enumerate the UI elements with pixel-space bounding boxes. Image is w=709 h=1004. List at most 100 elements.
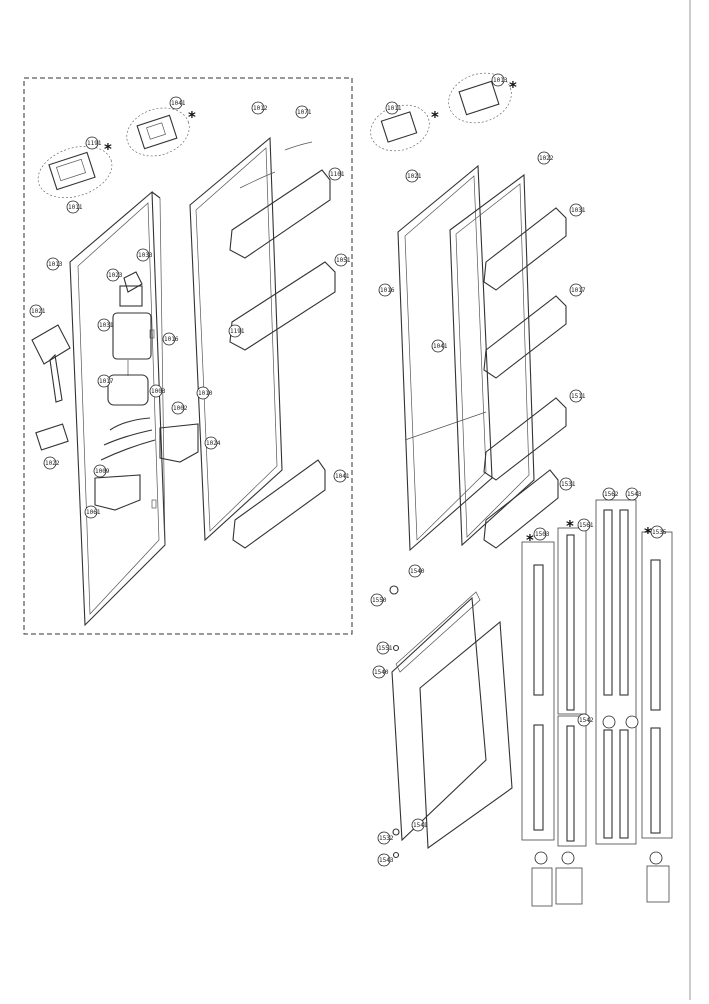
- callout-15: 1009: [93, 464, 110, 478]
- svg-text:1191: 1191: [230, 328, 245, 335]
- callout-14: 1010: [196, 386, 213, 400]
- callout-32: 1511: [569, 389, 586, 403]
- callout-10: 1016: [162, 332, 179, 346]
- freezer-door: [391, 591, 487, 842]
- callout-50: [561, 851, 575, 865]
- callout-29: 1016: [378, 283, 395, 297]
- svg-text:1101: 1101: [330, 171, 345, 178]
- svg-text:1071: 1071: [297, 109, 312, 116]
- callout-13: 1002: [171, 401, 188, 415]
- callout-17: 1061: [84, 505, 101, 519]
- svg-text:1016: 1016: [380, 287, 395, 294]
- callout-46: 1542: [577, 713, 594, 727]
- svg-text:1024: 1024: [206, 440, 221, 447]
- svg-text:1551: 1551: [378, 645, 393, 652]
- star-mark: *: [644, 524, 652, 542]
- svg-text:1041: 1041: [335, 473, 350, 480]
- door-bins-left: [229, 141, 336, 549]
- callout-38: 1541: [411, 818, 428, 832]
- svg-text:1031: 1031: [99, 322, 114, 329]
- callout-6: 1022: [43, 456, 60, 470]
- svg-text:1503: 1503: [535, 531, 550, 538]
- svg-text:1033: 1033: [138, 252, 153, 259]
- svg-text:1511: 1511: [571, 393, 586, 400]
- callout-3: 1011: [66, 200, 83, 214]
- svg-text:1012: 1012: [253, 105, 268, 112]
- svg-text:1540: 1540: [410, 568, 425, 575]
- svg-text:1532: 1532: [379, 835, 394, 842]
- dispenser-door-group-box: [23, 77, 353, 635]
- callout-35: 1550: [370, 593, 387, 607]
- callout-4: 1013: [46, 257, 63, 271]
- callout-25: 1013: [491, 73, 508, 87]
- svg-text:1016: 1016: [164, 336, 179, 343]
- svg-text:1022: 1022: [539, 155, 554, 162]
- water-tank-assembly: [100, 271, 156, 461]
- callout-40: 1543: [377, 853, 394, 867]
- handle-group-1: [521, 541, 555, 907]
- star-mark: *: [566, 517, 574, 535]
- svg-text:1013: 1013: [493, 77, 508, 84]
- refrigerator-door-gasket: [449, 173, 535, 547]
- svg-text:1550: 1550: [372, 597, 387, 604]
- callout-44: 1543: [625, 487, 642, 501]
- svg-text:1541: 1541: [413, 822, 428, 829]
- callout-30: 1017: [569, 283, 586, 297]
- dispenser-door-bins: [94, 423, 199, 511]
- callout-23: 1041: [333, 469, 350, 483]
- star-mark: *: [104, 140, 112, 158]
- switch-inset-right: [448, 72, 512, 124]
- svg-text:1542: 1542: [579, 717, 594, 724]
- svg-text:1191: 1191: [87, 140, 102, 147]
- callout-22: 1191: [228, 324, 245, 338]
- hinge-parts: [389, 585, 400, 859]
- callout-16: 1024: [204, 436, 221, 450]
- callout-9: 1031: [97, 318, 114, 332]
- refrigerator-door-frame: [397, 164, 493, 552]
- callout-41: 1503: [533, 527, 550, 541]
- callout-20: 1101: [328, 167, 345, 181]
- callout-24: 1011: [385, 101, 402, 115]
- svg-text:1543: 1543: [379, 857, 394, 864]
- svg-text:1023: 1023: [108, 272, 123, 279]
- svg-text:1021: 1021: [31, 308, 46, 315]
- callout-26: 1021: [405, 169, 422, 183]
- callout-33: 1531: [559, 477, 576, 491]
- svg-text:1011: 1011: [68, 204, 83, 211]
- svg-text:1021: 1021: [407, 173, 422, 180]
- freezer-door-gasket: [419, 620, 513, 850]
- dispenser-door-gasket: [189, 136, 283, 542]
- control-panel-inset-right: [370, 104, 430, 152]
- star-mark: *: [526, 531, 534, 549]
- svg-text:1535: 1535: [652, 529, 667, 536]
- callout-48: [625, 715, 639, 729]
- svg-text:1531: 1531: [561, 481, 576, 488]
- callout-12: 1003: [149, 384, 166, 398]
- callout-36: 1551: [376, 641, 393, 655]
- callout-2: 1041: [169, 96, 186, 110]
- handle-group-3: [595, 499, 637, 845]
- callout-43: 1562: [602, 487, 619, 501]
- control-panel-inset-left: [37, 146, 113, 198]
- svg-text:1002: 1002: [173, 405, 188, 412]
- callout-27: 1022: [537, 151, 554, 165]
- handle-group-2: [555, 527, 587, 905]
- svg-text:1011: 1011: [387, 105, 402, 112]
- svg-text:1543: 1543: [627, 491, 642, 498]
- callout-8: 1023: [106, 268, 123, 282]
- svg-text:1540: 1540: [374, 669, 389, 676]
- callout-7: 1033: [136, 248, 153, 262]
- callout-37: 1540: [372, 665, 389, 679]
- star-mark: *: [509, 78, 517, 96]
- svg-text:1562: 1562: [604, 491, 619, 498]
- svg-text:1561: 1561: [579, 522, 594, 529]
- callout-45: 1535: [650, 525, 667, 539]
- svg-text:1041: 1041: [171, 100, 186, 107]
- callout-51: [649, 851, 663, 865]
- callout-18: 1012: [251, 101, 268, 115]
- svg-text:1009: 1009: [95, 468, 110, 475]
- callout-11: 1017: [97, 374, 114, 388]
- callout-28: 1031: [569, 203, 586, 217]
